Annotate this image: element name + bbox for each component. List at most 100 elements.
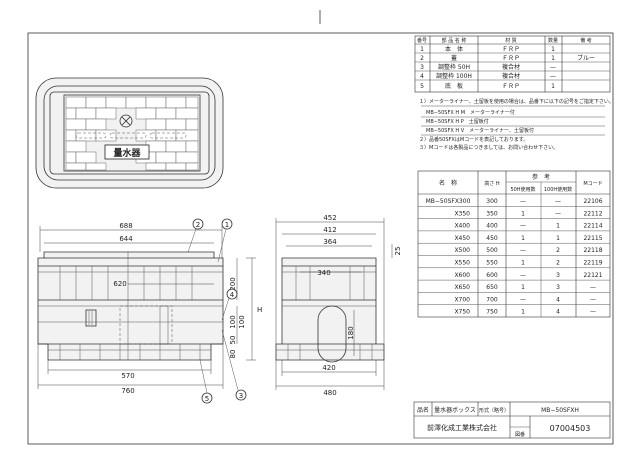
parts-cell: 3: [420, 64, 424, 71]
model-header-mcode: Mコード: [583, 181, 602, 187]
parts-cell: 本 体: [445, 45, 463, 53]
parts-cell: ＦＲＰ: [502, 83, 520, 90]
model-cell: 4: [556, 296, 560, 303]
model-cell: X750: [454, 309, 470, 316]
parts-table: 番号 部 品 名 称 材 質 数量 備 考 1 本 体 ＦＲＰ 1 2 蓋 ＦＲ…: [414, 35, 611, 93]
model-cell: —: [520, 223, 526, 230]
model-header-100h: 100H使用数: [544, 186, 572, 193]
title-model-label: 形式（略号）: [479, 407, 509, 414]
parts-cell: 調整枠 50H: [438, 63, 470, 71]
model-cell: 1: [521, 235, 525, 242]
note-line: MB−50SFX H P 土留板付: [426, 118, 489, 125]
model-cell: 22119: [583, 260, 602, 267]
dim-480: 480: [323, 389, 336, 397]
model-cell: 22118: [583, 247, 602, 254]
model-cell: 550: [486, 260, 498, 267]
parts-cell: 複合材: [502, 63, 520, 71]
parts-cell: 1: [420, 46, 424, 53]
lid-label: 量水器: [113, 147, 141, 159]
dim-340: 340: [317, 269, 330, 277]
callout-1: 1: [225, 221, 229, 229]
model-cell: —: [520, 198, 526, 205]
parts-cell: 2: [420, 55, 424, 62]
callout-3: 3: [239, 392, 243, 400]
model-cell: 1: [521, 284, 525, 291]
model-cell: 4: [556, 309, 560, 316]
note-line: MB−50SFX H V メーターライナー、土留板付: [426, 127, 534, 134]
model-header-height: 高さ H: [484, 180, 500, 187]
dim-100: 100: [229, 315, 237, 328]
dim-25: 25: [394, 247, 402, 256]
model-cell: X350: [454, 210, 470, 217]
parts-cell: 5: [420, 83, 424, 90]
model-cell: 1: [521, 260, 525, 267]
model-cell: 700: [486, 296, 498, 303]
parts-header-remarks: 備 考: [580, 37, 592, 44]
model-cell: —: [520, 272, 526, 279]
sheet-frame: [27, 32, 614, 445]
model-cell: 2: [556, 247, 560, 254]
model-cell: —: [520, 296, 526, 303]
parts-cell: 1: [551, 55, 555, 62]
parts-cell: 1: [551, 46, 555, 53]
keyhole-icon: [119, 114, 133, 128]
model-cell: MB−50SFX300: [426, 198, 471, 205]
parts-cell: ＦＲＰ: [502, 55, 520, 62]
title-block: 品名 量水器ボックス 形式（略号） MB−50SFXH 前澤化成工業株式会社 図…: [413, 401, 611, 439]
model-cell: X650: [454, 284, 470, 291]
model-cell: X450: [454, 235, 470, 242]
model-cell: X400: [454, 223, 470, 230]
title-name-label: 品名: [417, 406, 429, 414]
model-cell: 1: [521, 309, 525, 316]
note-line: １）メーターライナー、土留板を使用の場合は、品番下に以下の記号をご指定下さい。: [419, 98, 614, 105]
model-cell: —: [520, 247, 526, 254]
dim-80: 80: [229, 350, 237, 359]
front-view: 688 644 620 570 760 H 200 100 50 100 80 …: [37, 218, 262, 404]
model-cell: X500: [454, 247, 470, 254]
parts-header-qty: 数量: [548, 37, 558, 44]
parts-cell: 4: [420, 73, 424, 80]
dim-364: 364: [323, 238, 337, 246]
model-cell: —: [590, 284, 596, 291]
model-cell: 450: [486, 235, 498, 242]
parts-header-name: 部 品 名 称: [442, 37, 467, 44]
parts-cell: 蓋: [451, 54, 457, 62]
dim-688: 688: [119, 222, 132, 230]
parts-header-no: 番号: [417, 37, 427, 44]
model-header-name: 名 称: [439, 179, 457, 187]
dim-620: 620: [113, 280, 126, 288]
model-table: 名 称 高さ H 参 考 50H使用数 100H使用数 Mコード MB−50SF…: [417, 170, 611, 318]
parts-cell: 調整枠 100H: [436, 72, 472, 80]
callout-2: 2: [196, 221, 200, 229]
top-view: 量水器: [35, 77, 224, 189]
model-cell: 2: [556, 260, 560, 267]
dim-412: 412: [323, 226, 336, 234]
dim-180: 180: [347, 326, 355, 339]
dim-50: 50: [229, 336, 237, 345]
parts-cell: ＦＲＰ: [502, 46, 520, 53]
parts-cell: ブルー: [577, 54, 595, 62]
dim-452: 452: [323, 214, 336, 222]
dim-760: 760: [121, 387, 134, 395]
model-cell: 350: [486, 210, 498, 217]
model-header-50h: 50H使用数: [510, 186, 535, 193]
model-cell: 22115: [583, 235, 602, 242]
dim-644: 644: [119, 235, 133, 243]
title-name-value: 量水器ボックス: [434, 406, 476, 414]
parts-header-material: 材 質: [505, 37, 517, 44]
parts-cell: 複合材: [502, 72, 520, 80]
dim-420: 420: [322, 364, 335, 372]
model-cell: 22121: [583, 272, 602, 279]
drawing-no-label: 図番: [515, 431, 525, 438]
model-cell: 750: [486, 309, 498, 316]
model-cell: 1: [556, 223, 560, 230]
model-cell: 3: [556, 284, 560, 291]
side-view: 452 412 364 340 25 180 420 480: [275, 214, 402, 397]
model-cell: X550: [454, 260, 470, 267]
model-cell: —: [590, 296, 596, 303]
title-model-value: MB−50SFXH: [541, 407, 579, 414]
parts-cell: —: [550, 64, 556, 71]
model-cell: —: [555, 198, 561, 205]
dim-H: H: [257, 306, 262, 314]
